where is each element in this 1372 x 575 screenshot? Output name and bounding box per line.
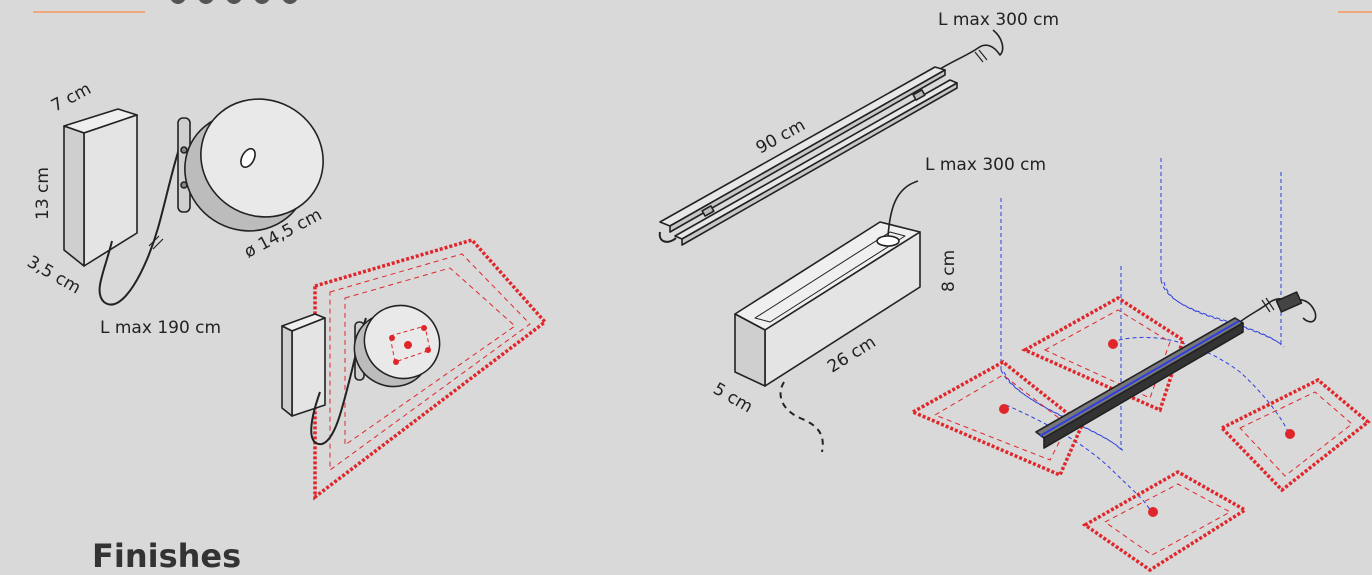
accent-line-left xyxy=(33,11,145,13)
track-profile-icon xyxy=(658,29,1004,246)
finishes-heading: Finishes xyxy=(92,537,242,575)
suspended-track-diffuser-icon xyxy=(909,158,1371,573)
dimension-depth-label: 7 cm xyxy=(48,79,95,116)
wall-light-projection-icon xyxy=(281,238,548,501)
top-cropped-icons xyxy=(171,0,297,4)
wall-light-diffuser-icon xyxy=(63,98,324,306)
box-height-label: 8 cm xyxy=(939,250,959,292)
accent-line-right xyxy=(1338,11,1372,13)
driver-box-icon xyxy=(734,180,921,453)
box-width-label: 5 cm xyxy=(710,379,756,417)
cable-length-label: L max 190 cm xyxy=(100,318,221,338)
box-cable-length-label: L max 300 cm xyxy=(925,155,1046,175)
dimension-height-label: 13 cm xyxy=(33,167,53,220)
track-cable-length-label: L max 300 cm xyxy=(938,10,1059,30)
